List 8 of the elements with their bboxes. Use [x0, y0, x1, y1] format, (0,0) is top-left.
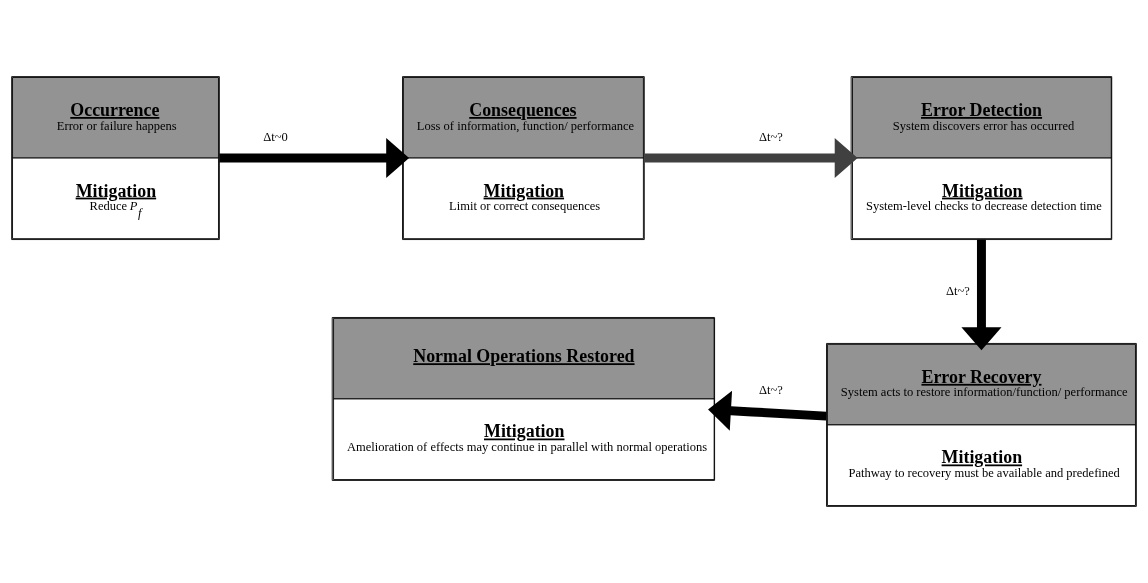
arrow	[219, 138, 410, 179]
edge-label: Δt~?	[946, 284, 970, 299]
edge-label: Δt~?	[758, 129, 783, 144]
arrow	[708, 390, 827, 431]
arrow	[961, 239, 1002, 351]
arrow	[644, 138, 858, 179]
edge-label: Δt~?	[758, 383, 783, 398]
edge-label: Δt~0	[263, 129, 288, 144]
